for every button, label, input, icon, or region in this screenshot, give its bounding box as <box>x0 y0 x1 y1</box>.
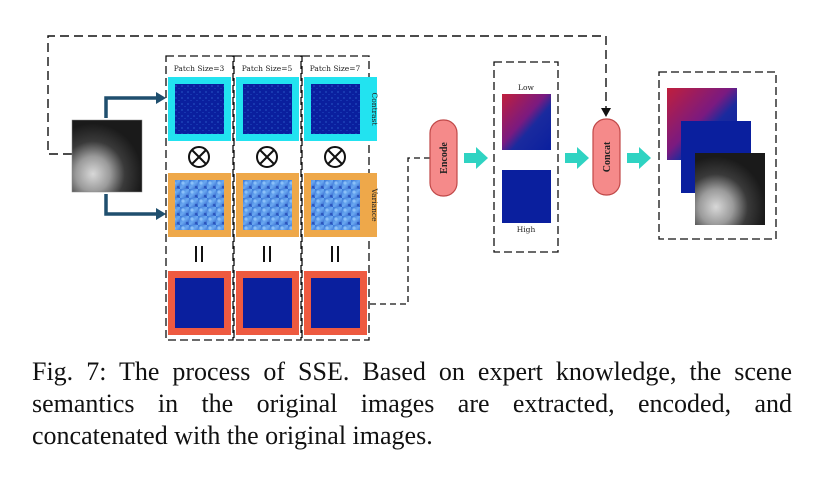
input-image <box>71 119 143 193</box>
arrow-concat-to-output <box>627 147 651 169</box>
contrast-row <box>168 77 377 141</box>
figure-caption: Fig. 7: The process of SSE. Based on exp… <box>32 357 792 450</box>
patch-label-5: Patch Size=5 <box>242 64 293 73</box>
low-frequency-map <box>502 94 551 150</box>
variance-map-7 <box>311 180 360 230</box>
result-map-7 <box>311 278 360 328</box>
patch-column-5 <box>233 55 302 341</box>
variance-map-5 <box>243 180 292 230</box>
bypass-arrowhead <box>601 108 611 117</box>
low-high-box <box>493 61 559 253</box>
high-frequency-map <box>502 170 551 223</box>
multiply-operator-5 <box>256 146 278 168</box>
concat-label: Concat <box>602 141 613 172</box>
multiply-operator-3 <box>188 146 210 168</box>
contrast-row-tab <box>367 77 377 141</box>
output-original-image <box>695 153 765 225</box>
contrast-map-7 <box>311 84 360 134</box>
arrow-to-contrast-head <box>156 92 166 104</box>
output-stack <box>667 88 765 225</box>
variance-map-3 <box>175 180 224 230</box>
result-map-3 <box>175 278 224 328</box>
bypass-connector <box>47 35 607 155</box>
result-map-5 <box>243 278 292 328</box>
variance-label: Variance <box>370 187 379 222</box>
patch-label-7: Patch Size=7 <box>310 64 361 73</box>
concat-block: Concat <box>592 118 621 196</box>
arrow-to-variance-head <box>156 208 166 220</box>
patch-label-3: Patch Size=3 <box>174 64 225 73</box>
result-to-encode-connector <box>370 157 430 305</box>
arrow-to-contrast <box>104 96 158 118</box>
encode-label: Encode <box>439 142 450 174</box>
equals-operators <box>195 246 339 262</box>
multiply-operators <box>188 146 346 168</box>
high-label: High <box>517 225 536 234</box>
output-box <box>658 71 777 240</box>
contrast-map-3 <box>175 84 224 134</box>
contrast-label: Contrast <box>370 92 379 125</box>
arrow-to-variance <box>104 194 158 216</box>
variance-row <box>168 173 377 237</box>
low-label: Low <box>518 83 534 92</box>
multiply-operator-7 <box>324 146 346 168</box>
result-row <box>168 271 367 335</box>
variance-row-tab <box>367 173 377 237</box>
contrast-map-5 <box>243 84 292 134</box>
arrow-encode-to-maps <box>464 147 488 169</box>
encode-block: Encode <box>429 119 458 197</box>
arrow-maps-to-concat <box>565 147 589 169</box>
patch-column-3 <box>165 55 234 341</box>
